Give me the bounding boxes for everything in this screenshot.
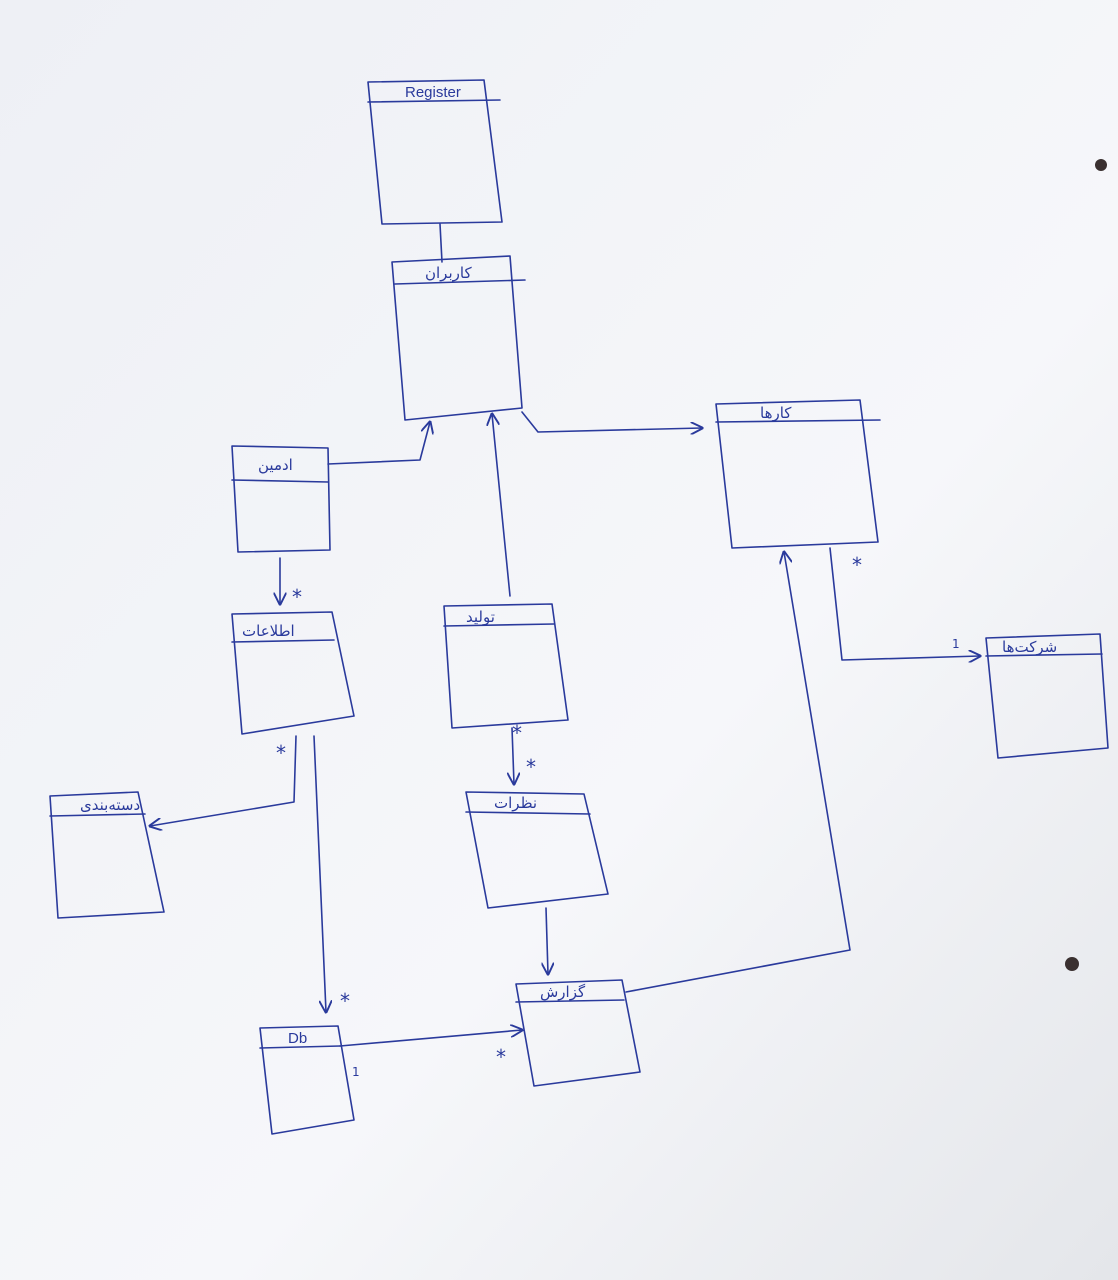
box-contractor-label: شرکت‌ها [1002, 638, 1057, 656]
box-ads: اطلاعات [231, 611, 355, 735]
box-contractor: شرکت‌ها [985, 633, 1109, 759]
box-ads-label: اطلاعات [242, 622, 295, 640]
box-category-label: دسته‌بندی [80, 796, 140, 814]
box-user-label: کاربران [425, 264, 472, 282]
edge-ads-category [150, 735, 297, 826]
box-register-label: Register [405, 84, 461, 101]
punch-hole-top [1095, 159, 1107, 171]
connectors [150, 223, 980, 1047]
edge-register-user [439, 223, 443, 263]
edge-comment-report [546, 907, 548, 974]
mult-contractor-one: 1 [952, 637, 960, 651]
box-report-label: گزارش [540, 983, 586, 1001]
edge-user-job [521, 411, 702, 432]
box-comment-label: نظرات [494, 794, 537, 812]
box-product: تولید [443, 603, 569, 729]
box-job: کارها [715, 399, 881, 549]
mult-job: * [852, 553, 862, 577]
edge-db-report [339, 1030, 522, 1047]
box-register: Register [367, 79, 503, 225]
box-user: کاربران [391, 255, 526, 421]
mult-report-db: * [496, 1045, 506, 1069]
punch-hole-bottom [1065, 957, 1079, 971]
box-db-label: Db [288, 1030, 307, 1047]
edge-product-comment [512, 727, 514, 784]
edge-admin-user [327, 422, 430, 465]
mult-db-one: 1 [352, 1065, 360, 1079]
edge-job-contractor [829, 547, 980, 660]
multiplicities: * * * 1 * 1 * * * [276, 553, 960, 1079]
mult-comment: * [526, 755, 536, 779]
box-admin-label: ادمین [258, 456, 293, 474]
edge-report-job [625, 552, 851, 993]
mult-ads-category: * [276, 741, 286, 765]
box-comment: نظرات [465, 791, 609, 909]
box-product-label: تولید [466, 608, 495, 626]
edge-product-user [492, 414, 511, 597]
box-admin: ادمین [231, 445, 331, 553]
box-category: دسته‌بندی [49, 791, 165, 919]
box-job-label: کارها [760, 404, 792, 422]
edge-ads-db [313, 735, 326, 1012]
mult-admin-ads: * [292, 585, 302, 609]
mult-ads-db: * [340, 989, 350, 1013]
box-report: گزارش [515, 979, 641, 1087]
mult-product: * [512, 721, 522, 745]
box-db: Db [259, 1025, 355, 1135]
